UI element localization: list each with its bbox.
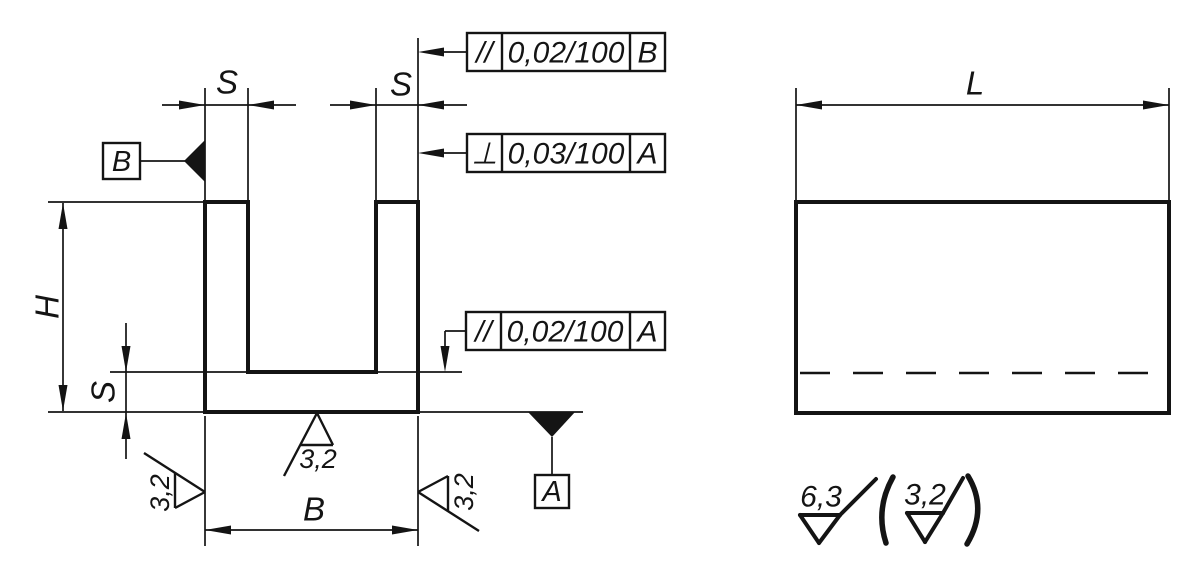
arrowhead-icon: [418, 148, 444, 158]
general-roughness-note: 6,3 3,2: [798, 473, 981, 547]
parallelism-icon: //: [473, 316, 494, 349]
arrowhead-icon: [418, 47, 444, 57]
dimension-l-length: L: [795, 65, 1170, 200]
dim-label-s-base: S: [85, 381, 122, 403]
u-channel-outline: [203, 200, 420, 414]
dimension-s-left-wall: S: [162, 64, 296, 110]
dim-label-s-right: S: [390, 66, 412, 103]
datum-b-symbol: B: [101, 140, 205, 182]
datum-triangle-icon: [184, 140, 205, 182]
fcf-tolerance: 0,03/100: [508, 138, 625, 171]
roughness-bottom-face: 3,2: [282, 412, 337, 477]
exception-roughness-value: 3,2: [904, 479, 946, 512]
dim-label-b: B: [303, 491, 325, 528]
datum-b-box: [101, 141, 142, 181]
parallelism-icon: //: [474, 37, 495, 70]
arrowhead-icon: [121, 346, 131, 372]
dim-label-h: H: [29, 295, 66, 319]
close-paren-icon: [964, 473, 981, 547]
fcf-parallelism-a: // 0,02/100 A: [440, 310, 667, 372]
arrowhead-icon: [58, 385, 68, 411]
arrowhead-icon: [350, 100, 376, 110]
dim-label-s-left: S: [216, 64, 238, 101]
dimension-s-base-thickness: S: [85, 323, 131, 459]
roughness-bottom-value: 3,2: [299, 444, 337, 474]
general-roughness-value: 6,3: [800, 481, 842, 514]
dimension-s-right-wall: S: [330, 66, 467, 110]
datum-a-label: A: [540, 476, 561, 508]
surface-roughness-icon: [798, 477, 878, 545]
arrowhead-icon: [418, 100, 444, 110]
arrowhead-icon: [796, 100, 822, 110]
fcf-frame: [464, 310, 667, 352]
arrowhead-icon: [205, 525, 231, 535]
datum-a-box: [533, 473, 571, 510]
arrowhead-icon: [440, 346, 450, 372]
dimension-h-height: H: [29, 203, 68, 411]
datum-b-label: B: [112, 146, 131, 178]
fcf-frame: [465, 31, 667, 73]
dimension-b-width: B: [205, 491, 418, 535]
surface-roughness-icon: [417, 474, 480, 533]
fcf-tolerance: 0,02/100: [508, 37, 625, 70]
side-view: L: [794, 65, 1171, 415]
roughness-right-value: 3,2: [449, 473, 479, 511]
dim-label-l: L: [966, 65, 984, 102]
surface-roughness-icon: [282, 412, 335, 477]
arrowhead-icon: [1143, 100, 1169, 110]
open-paren-icon: [879, 474, 896, 546]
datum-triangle-icon: [528, 412, 575, 437]
arrowhead-icon: [58, 203, 68, 229]
arrowhead-icon: [179, 100, 205, 110]
fcf-parallelism-b: // 0,02/100 B: [418, 31, 667, 73]
fcf-tolerance: 0,02/100: [507, 316, 624, 349]
side-view-outline: [794, 200, 1171, 415]
arrowhead-icon: [248, 100, 274, 110]
perpendicularity-icon: ⊥: [471, 138, 497, 171]
fcf-perpendicularity-a: ⊥ 0,03/100 A: [418, 132, 667, 174]
fcf-frame: [465, 132, 667, 174]
fcf-datum-ref: B: [637, 37, 657, 70]
fcf-datum-ref: A: [635, 138, 657, 171]
arrowhead-icon: [392, 525, 418, 535]
roughness-right-face: 3,2: [417, 473, 480, 533]
surface-roughness-icon: [143, 451, 206, 510]
fcf-datum-ref: A: [635, 316, 657, 349]
surface-roughness-icon: [905, 476, 965, 544]
front-view: S S H S B: [29, 31, 667, 546]
arrowhead-icon: [121, 413, 131, 439]
datum-a-symbol: A: [528, 412, 575, 510]
roughness-left-value: 3,2: [145, 474, 175, 512]
roughness-left-face: 3,2: [143, 451, 206, 512]
